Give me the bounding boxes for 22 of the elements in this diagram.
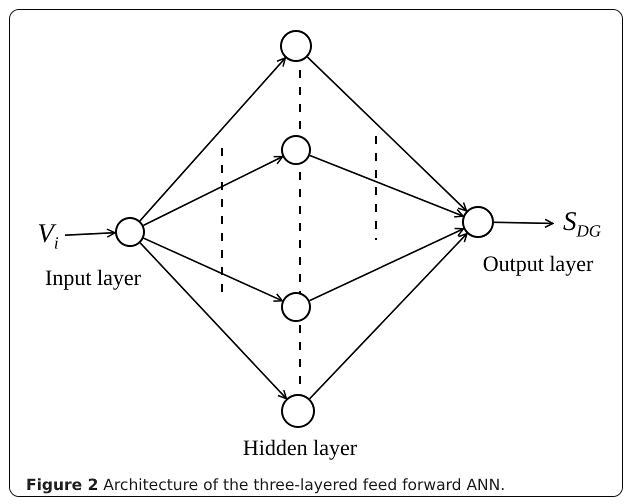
arrow [306,56,468,212]
neuron-circle [281,292,311,322]
neuron-circle [281,394,315,428]
arrow [64,228,116,238]
layer-label: Output layer [482,253,594,275]
arrow [140,242,288,400]
arrow [143,237,284,302]
arrow [309,232,468,400]
figure-caption: Figure 2 Architecture of the three-layered feed forward ANN. [26,477,506,494]
arrow [139,57,286,222]
arrow [309,228,464,302]
layer-label: Hidden layer [242,437,358,459]
math-symbol: V$_{i}$ [31,216,65,256]
arrow [310,154,464,218]
arrow [143,156,284,226]
neuron-circle [281,135,311,165]
neuron-circle [462,206,494,238]
math-symbol: S$_{DG}$ [553,204,611,244]
arrow [494,218,554,228]
neuron-circle [115,217,145,247]
neuron-circle [280,30,312,62]
layer-label: Input layer [45,267,141,289]
